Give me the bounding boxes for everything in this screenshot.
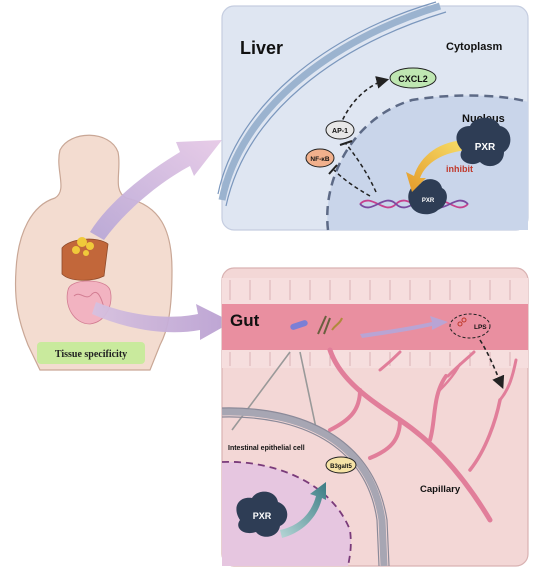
- ap1-text: AP-1: [332, 128, 348, 135]
- lps-node: LPS: [449, 313, 491, 339]
- pxr-dna-text: PXR: [422, 198, 435, 204]
- nfkb-node: NF-κB: [305, 148, 335, 168]
- nfkb-text: NF-κB: [310, 156, 329, 163]
- inhibit-arrow-yellow: [406, 140, 468, 192]
- fat-deposits-icon: [72, 237, 94, 256]
- inhibit-line-ap1: [345, 143, 377, 193]
- gut-title: Gut: [230, 311, 260, 330]
- capillary-vessels: [327, 347, 518, 523]
- gut-pxr-protein-icon: PXR: [236, 491, 288, 537]
- b3galt5-node: B3galt5: [325, 456, 357, 474]
- epithelial-cell-membrane: [221, 408, 388, 567]
- liver-panel: Liver Cytoplasm Nucleus CXCL2 AP-1 NF-κB: [217, 1, 529, 231]
- bacteria-icons: [290, 315, 343, 335]
- pxr-dna-bound-icon: PXR: [408, 179, 447, 215]
- gut-pxr-text: PXR: [253, 511, 272, 521]
- pxr-text: PXR: [475, 142, 496, 153]
- arrow-to-cxcl2: [339, 76, 390, 127]
- tissue-specificity-text: Tissue specificity: [55, 349, 127, 360]
- liver-title: Liver: [240, 38, 283, 58]
- lps-text: LPS: [474, 324, 487, 331]
- capillary-label: Capillary: [420, 484, 461, 495]
- tissue-specificity-label: Tissue specificity: [37, 342, 145, 364]
- lumen-arrow: [360, 316, 448, 338]
- teal-arrow-b3galt5: [280, 482, 326, 538]
- arrow-to-liver: [90, 140, 222, 240]
- body-figure: Tissue specificity: [14, 134, 173, 371]
- epithelial-label: Intestinal epithelial cell: [228, 445, 305, 452]
- ap1-node: AP-1: [325, 120, 355, 140]
- cytoplasm-label: Cytoplasm: [446, 41, 502, 53]
- gut-panel: Gut LPS: [221, 267, 529, 567]
- cxcl2-node: CXCL2: [389, 67, 437, 89]
- inhibit-line-nfkb: [333, 169, 371, 197]
- inhibit-text: inhibit: [446, 164, 473, 174]
- arrow-to-gut: [92, 302, 232, 340]
- cxcl2-text: CXCL2: [398, 74, 428, 84]
- b3galt5-text: B3galt5: [330, 464, 352, 470]
- pxr-protein-icon: PXR: [456, 117, 511, 167]
